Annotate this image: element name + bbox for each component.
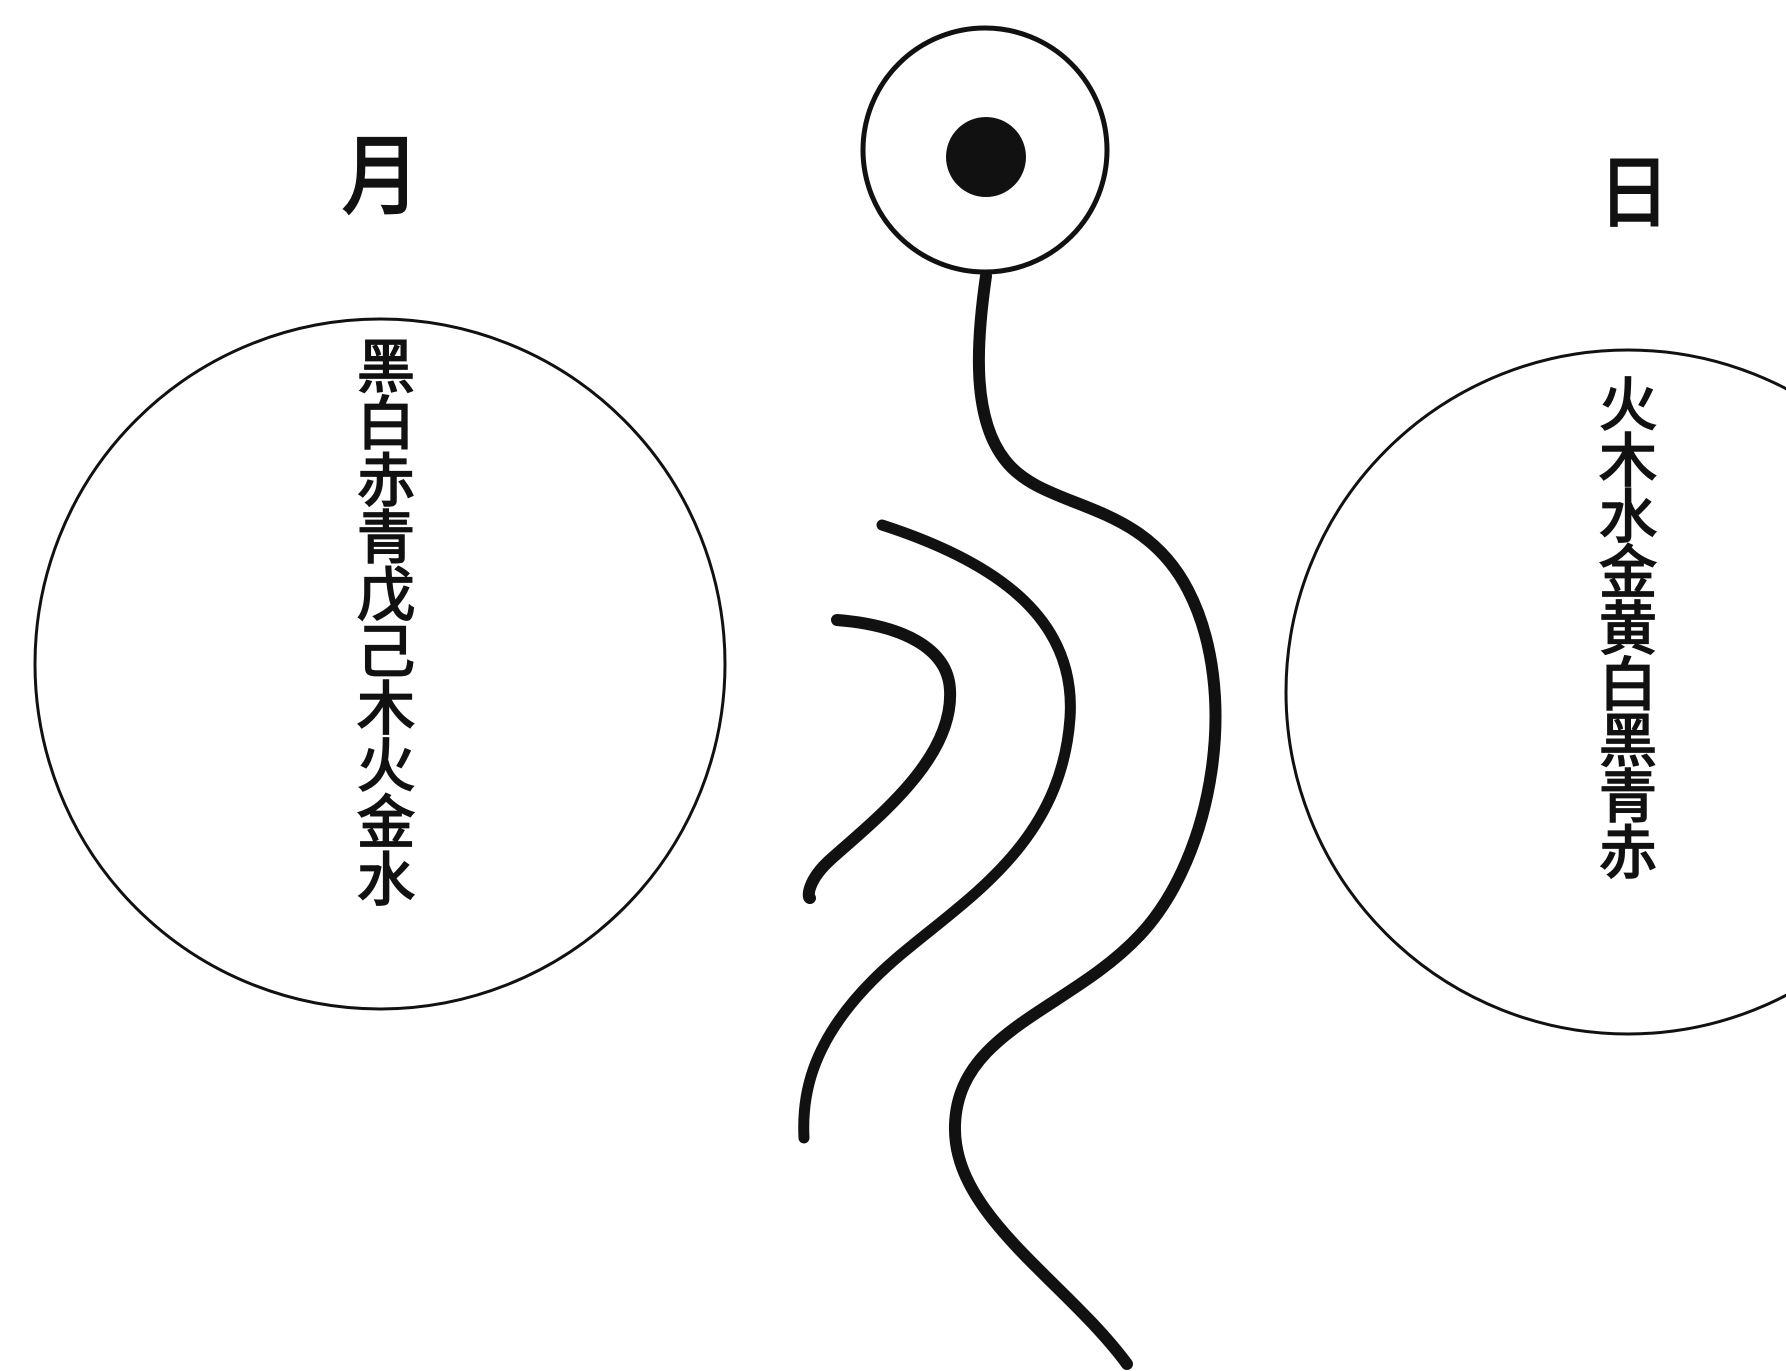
left-circle-character: 木 xyxy=(357,680,415,737)
right-circle-character: 白 xyxy=(1599,656,1657,712)
right-circle-character: 木 xyxy=(1599,432,1657,488)
right-circle-character: 赤 xyxy=(1599,824,1657,880)
main-river-curve xyxy=(955,276,1216,1364)
left-circle-character: 火 xyxy=(357,737,415,794)
right-large-circle xyxy=(1286,350,1786,1034)
right-circle-character-column: 火 木 水 金 黄 白 黑 青 赤 xyxy=(1585,376,1671,880)
left-circle-character: 赤 xyxy=(357,452,415,509)
right-circle-character: 金 xyxy=(1599,544,1657,600)
right-circle-character: 黑 xyxy=(1599,712,1657,768)
right-circle-character: 水 xyxy=(1599,488,1657,544)
right-circle-character: 火 xyxy=(1599,376,1657,432)
left-title: 月 xyxy=(342,134,419,220)
right-title: 日 xyxy=(1599,155,1669,233)
left-circle-character: 白 xyxy=(357,395,415,452)
sun-disc-icon xyxy=(946,117,1026,197)
left-circle-character: 青 xyxy=(357,509,415,566)
left-circle-character: 水 xyxy=(357,851,415,908)
left-circle-character-column: 黑 白 赤 青 戊 己 木 火 金 水 xyxy=(340,338,432,908)
left-circle-character: 戊 xyxy=(357,566,415,623)
right-circle-character: 青 xyxy=(1599,768,1657,824)
inner-river-curve xyxy=(809,620,950,898)
left-circle-character: 黑 xyxy=(357,338,415,395)
left-circle-character: 金 xyxy=(357,794,415,851)
left-circle-character: 己 xyxy=(357,623,415,680)
right-circle-character: 黄 xyxy=(1599,600,1657,656)
